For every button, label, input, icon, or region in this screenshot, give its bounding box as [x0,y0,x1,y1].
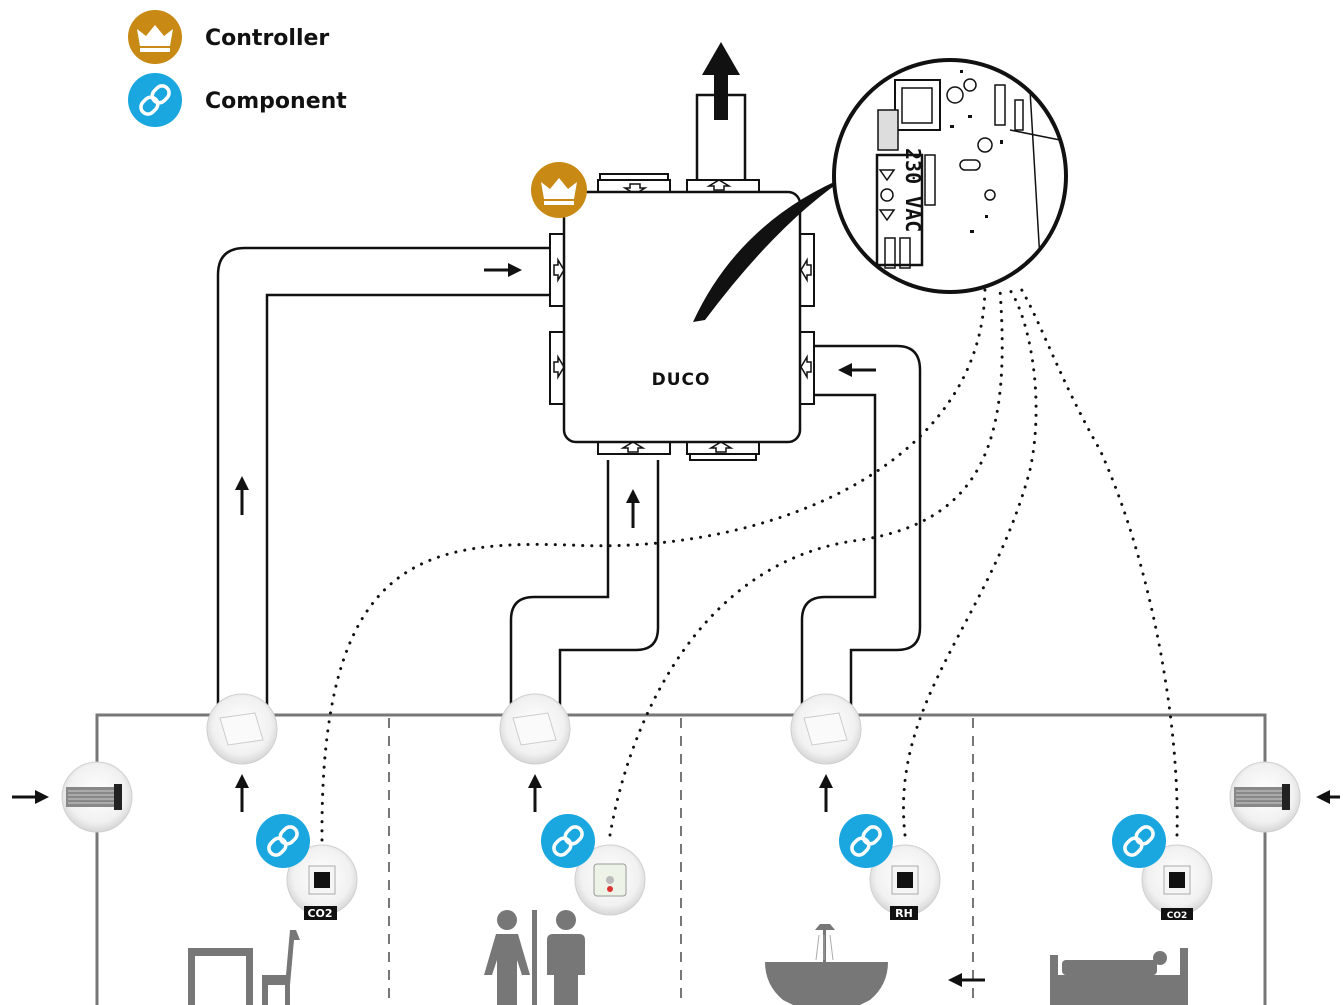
table-chair-icon [188,930,300,1005]
sensor-tag: CO2 [1167,911,1188,921]
sensor-tag: CO2 [307,907,332,920]
crown-icon [541,178,577,199]
valve-living [206,693,278,765]
ducts [216,93,922,705]
controller-badge [531,162,587,218]
sensor-bathroom: RH [839,814,941,920]
duct-middle [509,460,610,705]
duct-right [800,393,877,705]
window-grille-left [61,761,133,833]
zoom-pointer [693,175,850,322]
bed-icon [1050,948,1188,1005]
legend-component: Component [128,73,347,127]
valve-toilet [499,693,571,765]
legend-controller: Controller [128,10,329,64]
wireless-links [320,283,1179,842]
flow-arrows [12,42,1340,987]
valve-bathroom [790,693,862,765]
brand-logo: DUCO [652,370,711,390]
sensor-living: CO2 [256,814,358,920]
duct-left [216,246,552,705]
sensor-toilet [541,814,646,916]
ventilation-unit: DUCO [549,173,850,461]
sensor-tag: RH [895,907,913,920]
legend-controller-label: Controller [205,26,329,51]
pcb-zoom: 230 VAC [832,58,1068,294]
house-outline [95,713,1267,1005]
bathtub-icon [765,924,888,1005]
window-grille-right [1229,761,1301,833]
legend-component-label: Component [205,89,347,114]
board-voltage-label: 230 VAC [901,148,925,232]
extraction-valves [206,693,862,765]
sensor-bedroom: CO2 [1112,814,1213,921]
toilet-people-icon [484,910,585,1005]
